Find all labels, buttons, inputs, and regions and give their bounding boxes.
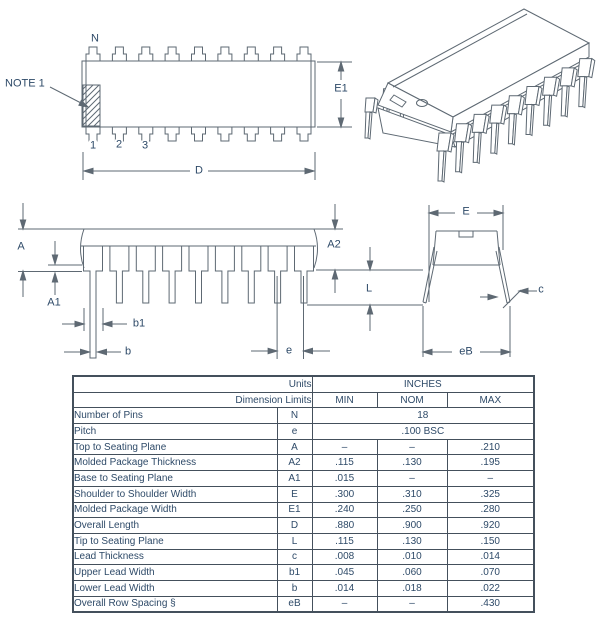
table-row: Number of Pins N 18 bbox=[72, 407, 535, 425]
table-row: Upper Lead Width b1 .045 .060 .070 bbox=[72, 564, 535, 581]
label-dim-b1: b1 bbox=[131, 317, 147, 330]
table-row: Base to Seating Plane A1 .015 – – bbox=[72, 470, 535, 487]
label-dim-e1: E1 bbox=[333, 82, 349, 95]
table-row: Top to Seating Plane A – – .210 bbox=[72, 438, 535, 456]
package-end-view bbox=[421, 205, 537, 357]
nom-header-cell: NOM bbox=[376, 391, 448, 409]
table-row: Overall Length D .880 .900 .920 bbox=[72, 517, 535, 534]
package-top-view bbox=[49, 46, 352, 180]
pin1-dot bbox=[416, 99, 428, 107]
label-dim-a1: A1 bbox=[46, 296, 62, 309]
table-row: Lower Lead Width b .014 .018 .022 bbox=[72, 579, 535, 597]
units-value-cell: INCHES bbox=[311, 375, 535, 393]
table-row: Molded Package Width E1 .240 .250 .280 bbox=[72, 501, 535, 519]
min-header-cell: MIN bbox=[311, 391, 378, 409]
label-pin-3: 3 bbox=[140, 139, 150, 152]
table-row: Pitch e .100 BSC bbox=[72, 423, 535, 440]
limits-label-cell: Dimension Limits bbox=[72, 391, 313, 409]
table-row: Shoulder to Shoulder Width E .300 .310 .… bbox=[72, 485, 535, 503]
label-note1: NOTE 1 bbox=[4, 77, 46, 90]
index-notch bbox=[389, 94, 407, 108]
table-row: Overall Row Spacing § eB – – .430 bbox=[72, 595, 535, 613]
pin1-hatch-area bbox=[82, 84, 101, 127]
label-dim-d: D bbox=[194, 164, 204, 177]
table-row: Tip to Seating Plane L .115 .130 .150 bbox=[72, 532, 535, 550]
label-pin-1: 1 bbox=[88, 139, 98, 152]
table-row: Molded Package Thickness A2 .115 .130 .1… bbox=[72, 454, 535, 472]
max-header-cell: MAX bbox=[446, 391, 535, 409]
table-row-units: Units INCHES bbox=[72, 375, 535, 393]
top-view-pins-upper bbox=[85, 46, 312, 61]
label-pin-count-n: N bbox=[90, 32, 100, 45]
label-dim-e-width: E bbox=[461, 205, 471, 218]
label-dim-b: b bbox=[123, 345, 133, 358]
label-dim-c: c bbox=[537, 283, 545, 296]
table-row: Lead Thickness c .008 .010 .014 bbox=[72, 548, 535, 566]
table-row-limits: Dimension Limits MIN NOM MAX bbox=[72, 391, 535, 409]
label-dim-eb: eB bbox=[458, 345, 474, 358]
dimensions-table: Units INCHES Dimension Limits MIN NOM MA… bbox=[72, 375, 536, 614]
label-dim-e-pitch: e bbox=[284, 344, 294, 357]
units-label-cell: Units bbox=[72, 375, 313, 393]
label-dim-a: A bbox=[16, 240, 26, 253]
label-dim-l: L bbox=[364, 282, 374, 295]
side-view-pins bbox=[83, 246, 314, 359]
package-isometric-view bbox=[364, 8, 596, 183]
end-view-notch bbox=[458, 231, 474, 238]
label-pin-2: 2 bbox=[114, 138, 124, 151]
package-side-view bbox=[18, 203, 423, 359]
label-dim-a2: A2 bbox=[326, 238, 342, 251]
